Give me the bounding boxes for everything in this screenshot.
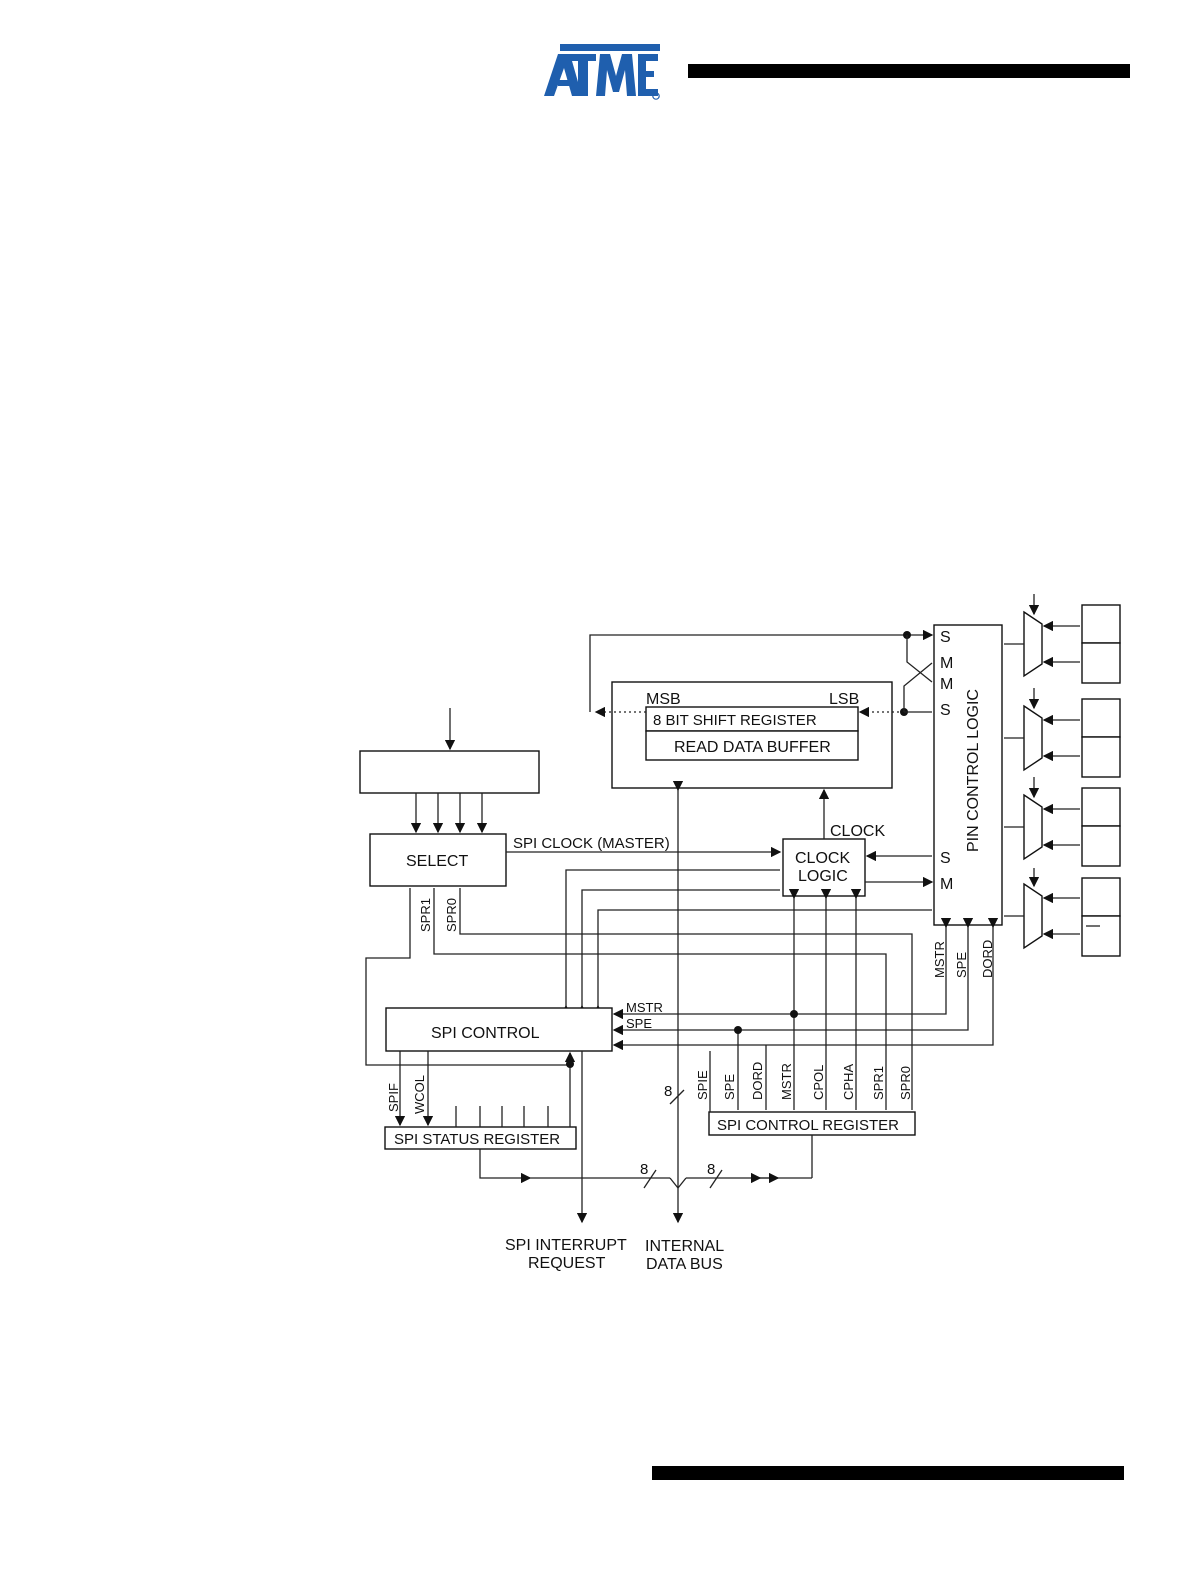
select-spr1-label: SPR1 (418, 898, 433, 932)
control-register-bits (709, 888, 862, 1112)
status-spif-label: SPIF (386, 1083, 401, 1112)
ctrl-bit-cpol: CPOL (811, 1065, 826, 1100)
ctrl-in-mstr-label: MSTR (626, 1000, 663, 1015)
bus-width-8-left: 8 (640, 1161, 648, 1178)
pin-mux-group (1004, 594, 1121, 957)
read-data-buffer-box (645, 730, 859, 761)
spi-interrupt-label-2: REQUEST (528, 1255, 606, 1272)
pin-control-logic-label: PIN CONTROL LOGIC (965, 689, 982, 852)
ctrl-bit-mstr: MSTR (779, 1063, 794, 1100)
atmel-logo (544, 44, 660, 100)
pin-control-logic-box (933, 624, 1003, 926)
select-spr0-label: SPR0 (444, 898, 459, 932)
status-wcol-label: WCOL (412, 1075, 427, 1114)
internal-bus-label-2: DATA BUS (646, 1256, 723, 1273)
ctrl-bit-spie: SPIE (695, 1070, 710, 1100)
bus-width-8-vertical: 8 (664, 1083, 672, 1100)
spi-control-box (385, 1007, 613, 1052)
ctrl-bit-spr1: SPR1 (871, 1066, 886, 1100)
clock-divider-box (359, 750, 540, 794)
clock-logic-line2: LOGIC (798, 868, 848, 885)
header-rule (688, 64, 1130, 78)
ctrl-bit-dord: DORD (750, 1062, 765, 1100)
select-label: SELECT (406, 853, 468, 870)
msb-label: MSB (646, 691, 681, 708)
shift-register-label: 8 BIT SHIFT REGISTER (653, 712, 817, 729)
clock-logic-line1: CLOCK (795, 850, 850, 867)
ctrl-bit-spe: SPE (722, 1074, 737, 1100)
lsb-label: LSB (829, 691, 859, 708)
select-box (369, 833, 507, 887)
ctrl-bit-spr0: SPR0 (898, 1066, 913, 1100)
clock-label: CLOCK (830, 823, 885, 840)
pin-out-spe-label: SPE (954, 952, 969, 978)
pin-label-m2: M (940, 676, 953, 693)
spi-control-register-label: SPI CONTROL REGISTER (717, 1117, 899, 1134)
pin-out-mstr-label: MSTR (932, 941, 947, 978)
pin-label-s1: S (940, 629, 951, 646)
ctrl-bit-cpha: CPHA (841, 1064, 856, 1100)
spi-clock-master-label: SPI CLOCK (MASTER) (513, 835, 670, 852)
pin-label-s2: S (940, 702, 951, 719)
read-data-buffer-label: READ DATA BUFFER (674, 739, 831, 756)
pin-label-m3: M (940, 876, 953, 893)
pin-label-s3: S (940, 850, 951, 867)
spi-control-label: SPI CONTROL (431, 1025, 540, 1042)
pin-label-m1: M (940, 655, 953, 672)
spi-interrupt-label-1: SPI INTERRUPT (505, 1237, 627, 1254)
spi-status-register-label: SPI STATUS REGISTER (394, 1131, 560, 1148)
bus-width-8-right: 8 (707, 1161, 715, 1178)
ctrl-in-spe-label: SPE (626, 1016, 652, 1031)
internal-bus-label-1: INTERNAL (645, 1238, 724, 1255)
footer-rule (652, 1466, 1124, 1480)
